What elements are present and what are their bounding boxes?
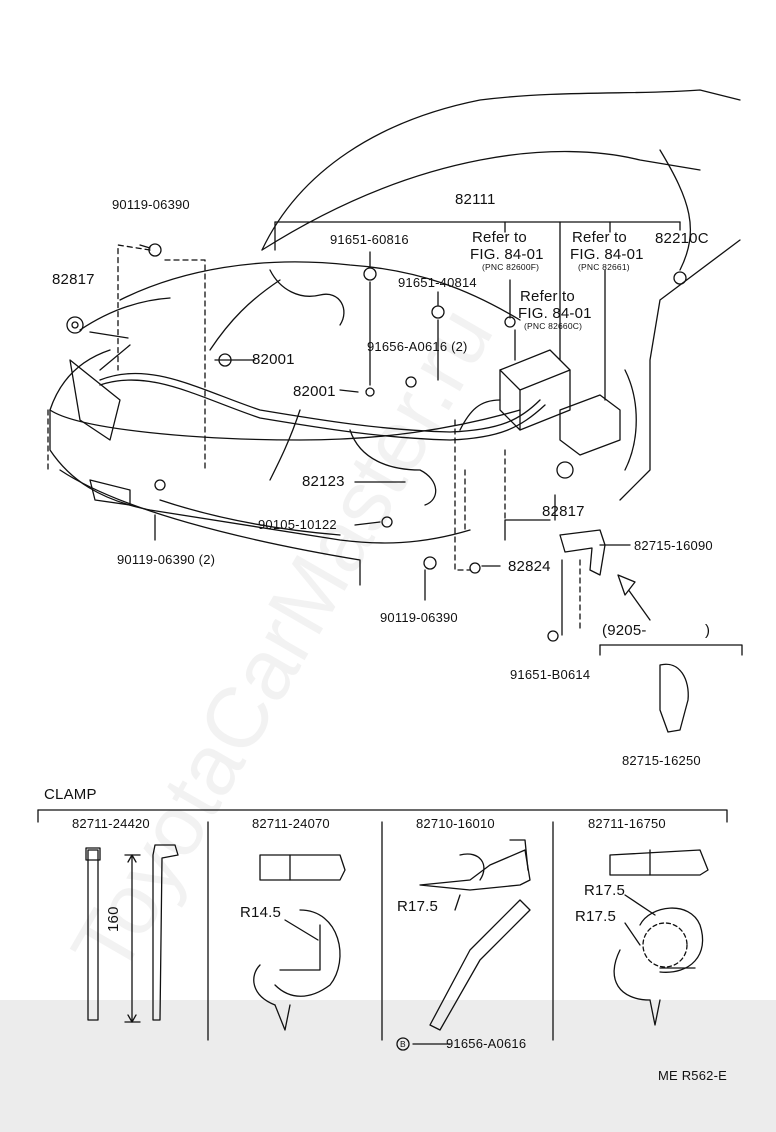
label-82817-left: 82817 [52,271,95,288]
label-82711-24070: 82711-24070 [252,816,330,831]
label-90119-06390-bottom: 90119-06390 [380,610,458,625]
label-dim-160: 160 [105,906,122,932]
label-9205: (9205- [602,622,647,639]
label-refer3-line3: (PNC 82660C) [524,321,583,331]
label-91656-a0616-2: 91656-A0616 (2) [367,339,468,354]
label-82824: 82824 [508,558,551,575]
label-82001-left: 82001 [252,351,295,368]
label-90119-06390-2: 90119-06390 (2) [117,552,216,567]
relay-block [499,349,571,431]
label-91651-40814: 91651-40814 [398,275,477,290]
footer-code: ME R562-E [658,1068,727,1083]
label-r17-5-clamp4-top: R17.5 [584,882,626,899]
label-refer2-line1: Refer to [572,229,627,246]
hood-outline [261,89,741,251]
label-refer1-line1: Refer to [472,229,527,246]
label-r17-5-clamp3: R17.5 [397,898,439,915]
tie-strap-drawing [87,849,99,1021]
label-82111: 82111 [455,191,496,208]
label-82711-16750: 82711-16750 [588,816,666,831]
label-90105-10122: 90105-10122 [258,517,337,532]
label-82123: 82123 [302,473,345,490]
bracket [559,529,606,576]
label-r17-5-clamp4-bottom: R17.5 [575,908,617,925]
label-refer1-line2: FIG. 84-01 [470,246,544,263]
label-82715-16090: 82715-16090 [634,538,713,553]
clamp-82711-16750-drawing [609,849,709,876]
b-mark: B [400,1039,406,1049]
label-r14-5: R14.5 [240,904,282,921]
label-82715-16250: 82715-16250 [622,753,701,768]
label-91656-a0616: 91656-A0616 [446,1036,527,1051]
label-82210c: 82210C [655,230,709,247]
label-82817-right: 82817 [542,503,585,520]
label-refer1-line3: (PNC 82600F) [482,262,540,272]
clamp-82711-24070-drawing [259,854,346,881]
label-82711-24420: 82711-24420 [72,816,150,831]
label-refer3-line1: Refer to [520,288,575,305]
clamp-part-82715-16250 [659,663,689,733]
label-91651-60816: 91651-60816 [330,232,409,247]
label-9205-close: ) [705,622,711,639]
label-82710-16010: 82710-16010 [416,816,495,831]
label-refer2-line3: (PNC 82661) [578,262,630,272]
relay-cover [559,394,621,456]
harness-main [99,372,541,433]
label-90119-06390-top: 90119-06390 [112,197,190,212]
label-refer3-line2: FIG. 84-01 [518,305,592,322]
clamp-82710-16010-drawing [419,849,531,891]
label-82001-mid: 82001 [293,383,336,400]
label-refer2-line2: FIG. 84-01 [570,246,644,263]
clamp-section-title: CLAMP [44,786,97,803]
label-91651-b0614: 91651-B0614 [510,667,591,682]
